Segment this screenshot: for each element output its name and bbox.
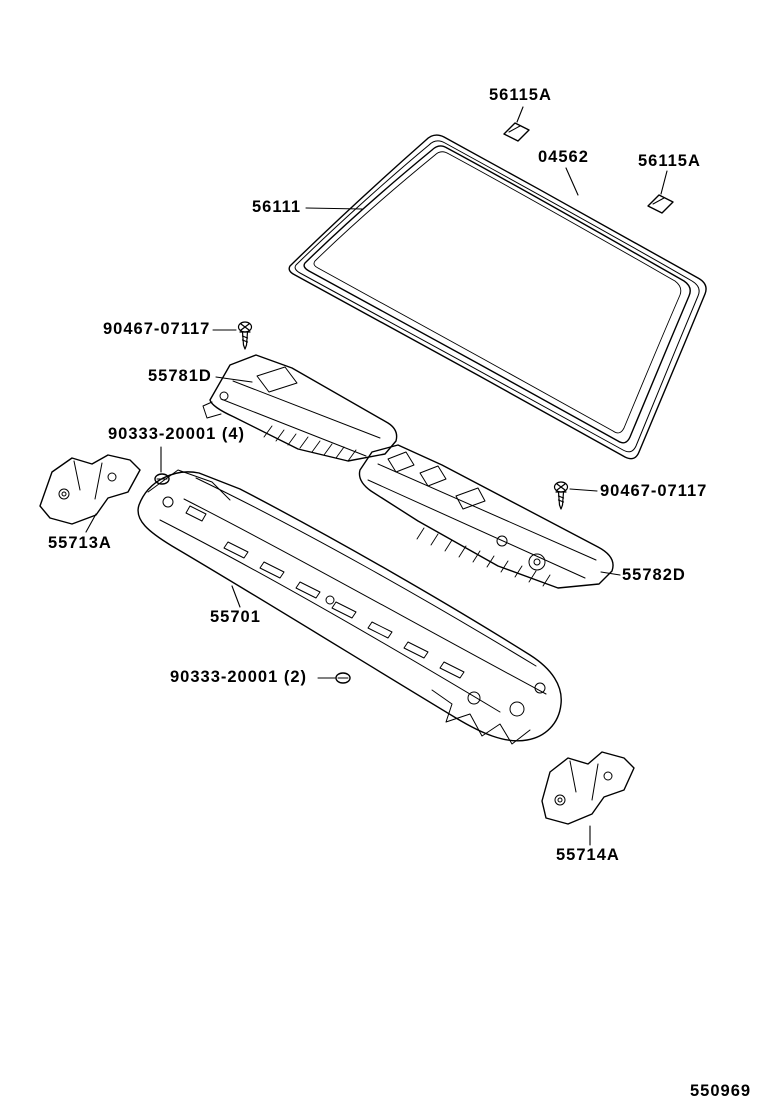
louver-opening — [419, 465, 447, 487]
louver-upper-bead — [377, 463, 597, 561]
bracket-outline — [541, 751, 635, 825]
cowl-lower-line — [159, 519, 501, 713]
screw-shank — [241, 331, 249, 346]
glass-outline — [303, 145, 691, 444]
cowl-panel-drawing — [137, 469, 562, 745]
molding-inner-outline — [294, 140, 700, 453]
figure-number: 550969 — [690, 1082, 752, 1100]
cowl-face-line — [183, 498, 547, 695]
mounting-hole — [496, 535, 508, 547]
clip-fold-line — [652, 197, 665, 205]
screw-threads — [241, 335, 249, 343]
cowl-louver-rh-drawing — [358, 444, 614, 589]
cowl-left-end-flange — [147, 469, 231, 501]
leader-line — [565, 167, 579, 196]
louver-opening — [256, 366, 298, 393]
cowl-louver-lh-drawing — [202, 354, 398, 462]
part-label-cowl-panel: 55701 — [210, 608, 261, 626]
leader-line — [516, 106, 524, 123]
clip-body — [647, 194, 674, 214]
clip-top-drawing — [503, 122, 530, 142]
molding-outer-outline — [288, 134, 707, 460]
glass-inner-line — [313, 151, 682, 434]
windshield-molding-drawing — [288, 134, 707, 460]
windshield-glass-drawing — [303, 145, 691, 444]
bracket-outline — [39, 454, 141, 525]
leader-line — [305, 207, 363, 210]
louver-slot — [455, 487, 486, 510]
leader-line — [600, 571, 621, 576]
grommet-ring — [335, 672, 351, 684]
mounting-hole — [554, 794, 566, 806]
leader-line — [231, 585, 241, 608]
part-label-cowl-louver-lh: 55781D — [148, 367, 212, 385]
louver-outline — [358, 444, 614, 589]
screw-left-drawing — [237, 321, 253, 350]
louver-vent-hatching — [416, 527, 551, 587]
mounting-hole — [219, 391, 229, 401]
louver-vent-hatching — [263, 425, 357, 462]
mounting-hole — [325, 595, 335, 605]
part-label-bracket-rh: 55714A — [556, 846, 620, 864]
part-label-clip-top: 56115A — [489, 86, 552, 104]
leader-line — [85, 513, 97, 533]
leader-line — [569, 488, 598, 492]
part-label-grommet-rear: 90333-20001 (2) — [170, 668, 308, 686]
screw-shank — [557, 491, 565, 506]
louver-lower-bead — [220, 398, 367, 457]
mounting-hole — [107, 472, 117, 482]
grommet-rear-drawing — [335, 672, 351, 684]
grommet-ring — [154, 473, 170, 485]
screw-head-cross — [240, 323, 250, 331]
leader-lines — [85, 106, 668, 846]
part-label-screw-left: 90467-07117 — [103, 320, 211, 338]
leader-line — [660, 170, 668, 195]
mounting-hole — [603, 771, 613, 781]
wiper-pivot-hole — [528, 553, 546, 571]
mounting-hole-center — [61, 491, 67, 497]
cowl-outline — [137, 471, 562, 742]
screw-threads — [557, 495, 565, 503]
part-label-bracket-lh: 55713A — [48, 534, 112, 552]
bracket-bend-lines — [569, 760, 599, 801]
part-label-screw-right: 90467-07117 — [600, 482, 708, 500]
clip-right-drawing — [647, 194, 674, 214]
bracket-lh-drawing — [39, 454, 141, 525]
drain-hole — [509, 701, 525, 717]
bracket-rh-drawing — [541, 751, 635, 825]
mounting-hole — [162, 496, 174, 508]
part-label-grommet-front: 90333-20001 (4) — [108, 425, 246, 443]
clip-body — [503, 122, 530, 142]
clip-fold-line — [508, 125, 521, 133]
leader-line — [215, 376, 253, 383]
louver-opening — [387, 451, 415, 473]
part-label-windshield-glass: 56111 — [252, 198, 302, 216]
bracket-bend-lines — [73, 460, 103, 500]
louver-lower-bead — [367, 479, 586, 579]
drain-hole — [534, 682, 546, 694]
louver-end-tab — [202, 401, 222, 419]
part-label-cowl-louver-rh: 55782D — [622, 566, 686, 584]
wiper-pivot-hole-center — [533, 558, 541, 566]
part-label-clip-right: 56115A — [638, 152, 701, 170]
louver-upper-bead — [232, 380, 381, 439]
mounting-hole — [58, 488, 70, 500]
cowl-slots — [223, 541, 465, 679]
screw-right-drawing — [553, 481, 569, 510]
cowl-left-slot — [185, 505, 207, 522]
screw-head-cross — [556, 483, 566, 491]
part-label-molding: 04562 — [538, 148, 589, 166]
screw-tip — [558, 504, 564, 510]
louver-outline — [209, 354, 398, 462]
mounting-hole-center — [557, 797, 563, 803]
cowl-bottom-tabs — [431, 689, 531, 745]
drain-hole — [467, 691, 481, 705]
screw-tip — [242, 344, 248, 350]
cowl-top-flange-line — [195, 477, 537, 667]
